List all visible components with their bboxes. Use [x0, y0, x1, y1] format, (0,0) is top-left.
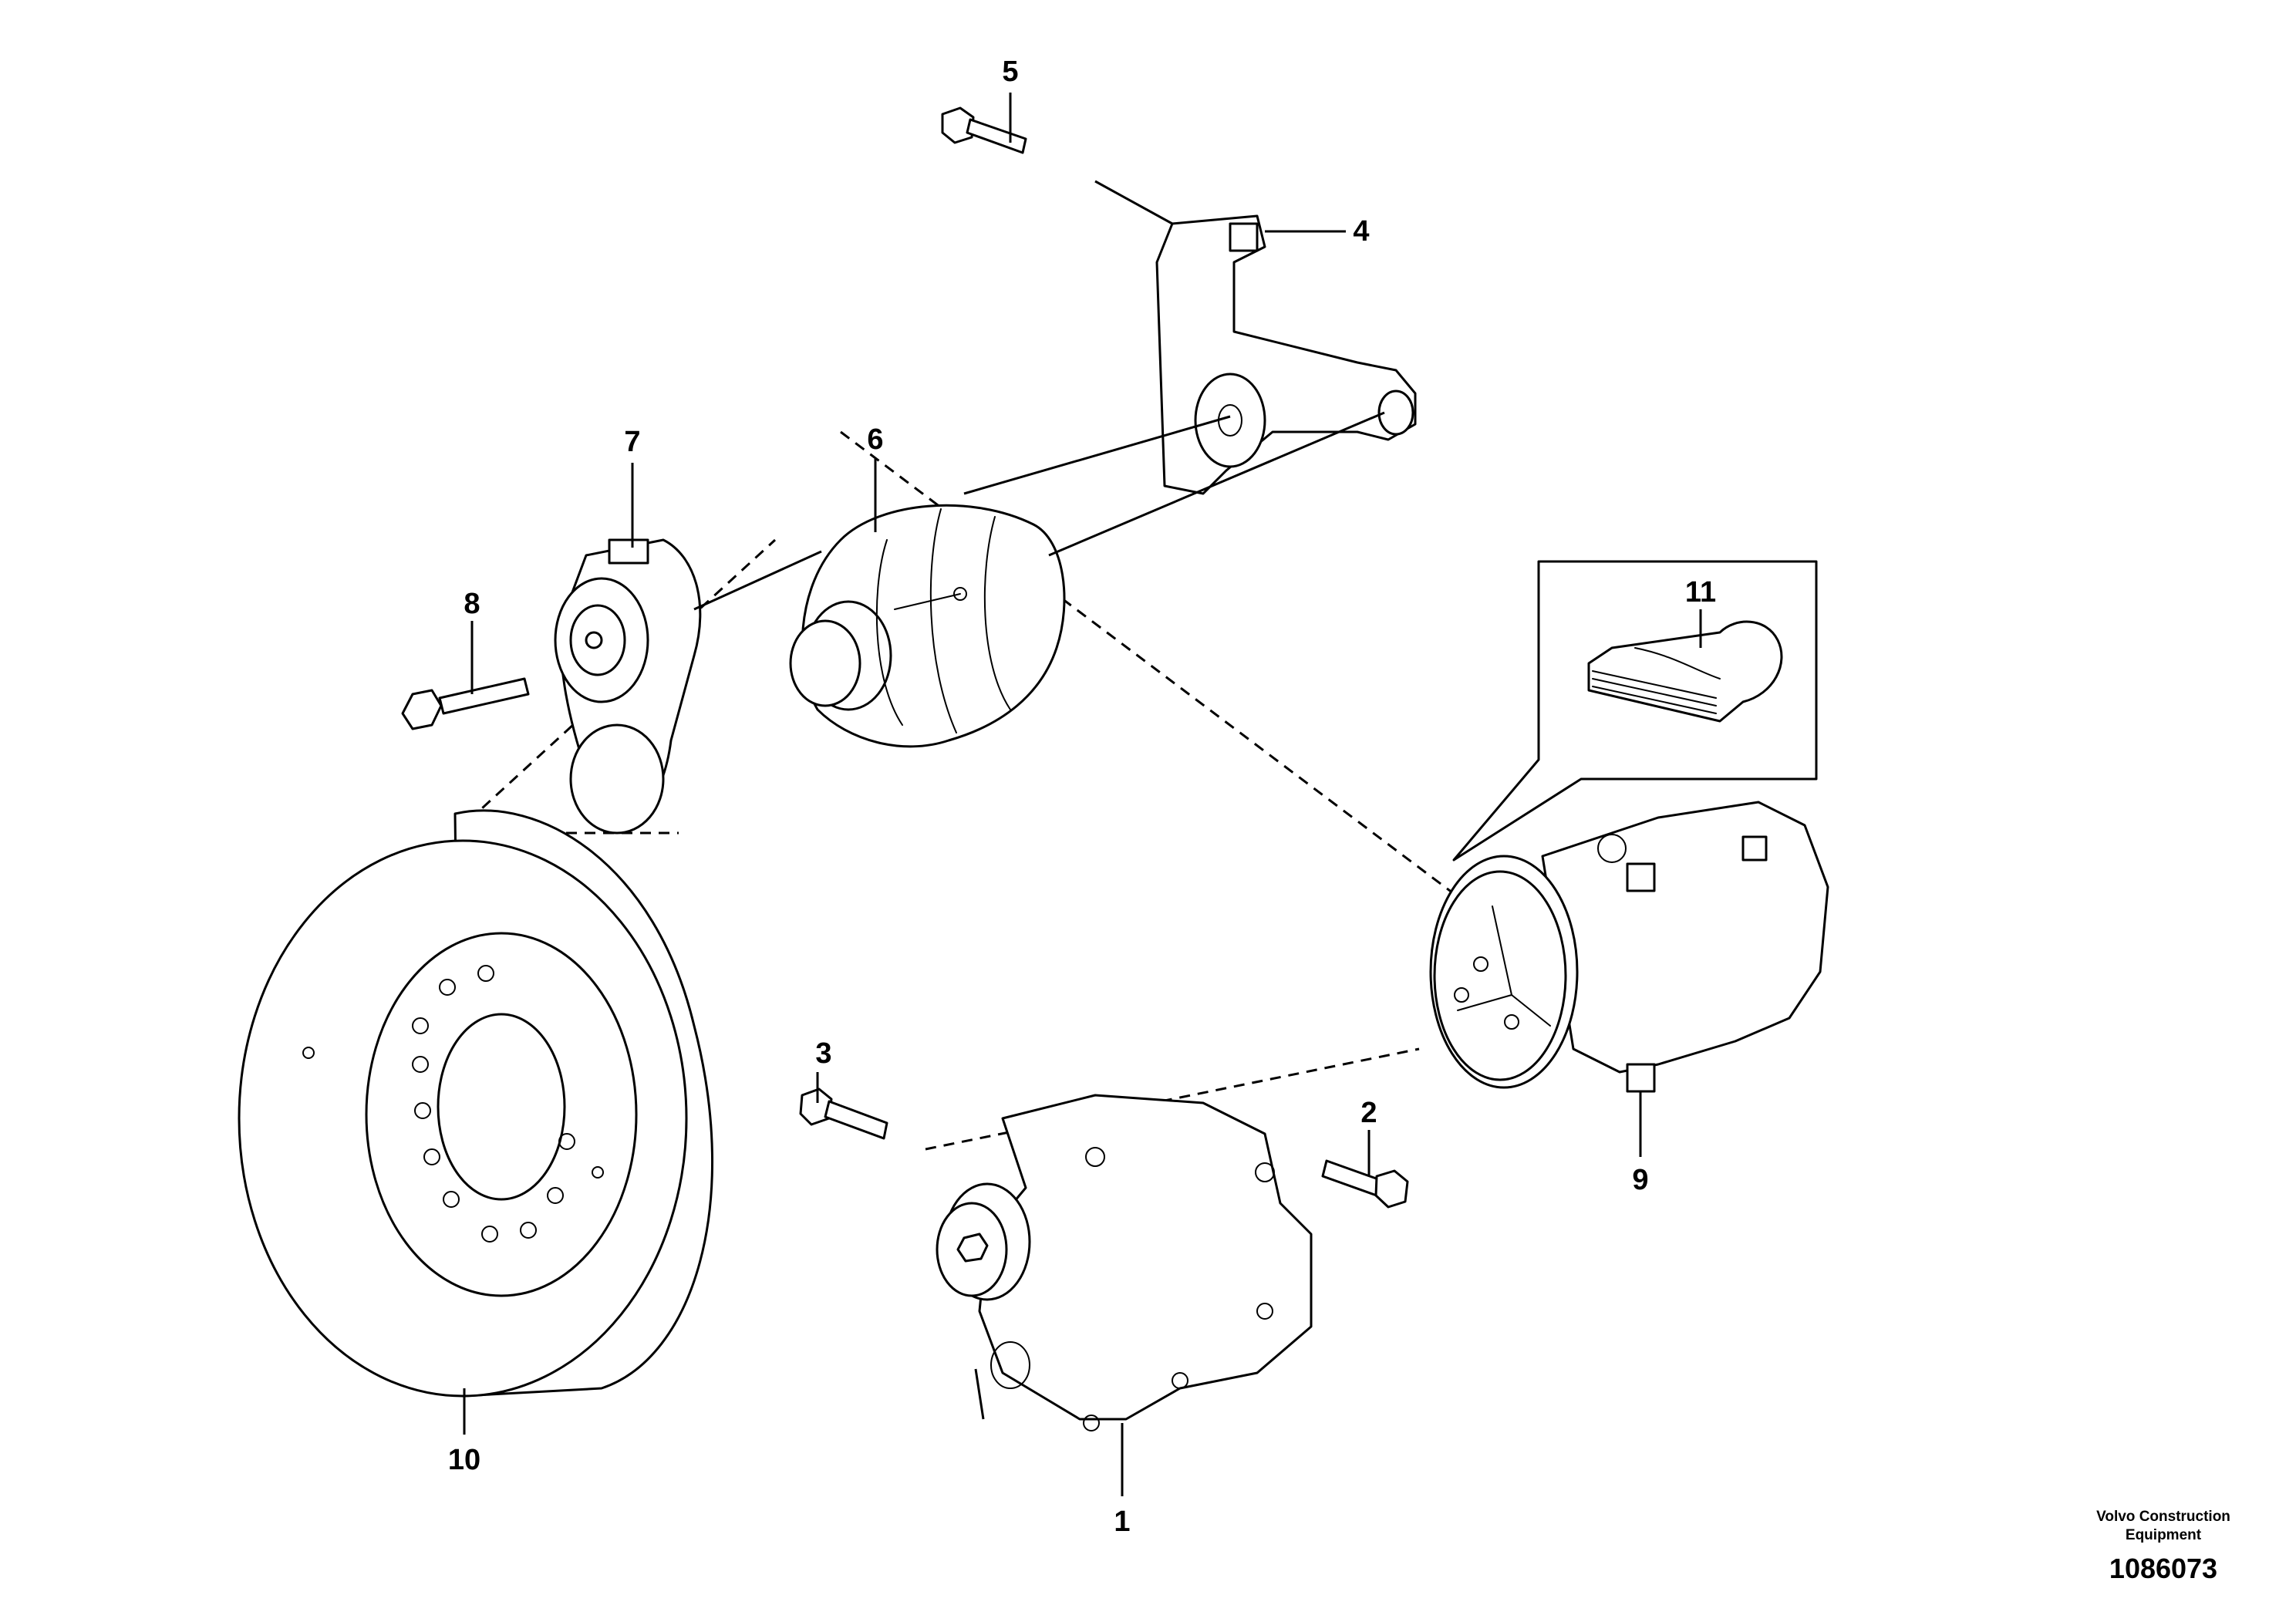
callout-8: 8: [464, 588, 480, 620]
callout-labels: 1 2 3 4 5 6 7 8 9 10 11: [448, 56, 1716, 1538]
idler-bolt-left: [799, 1088, 888, 1140]
pulley-bolt-holes: [302, 965, 604, 1243]
drawing-number: 1086073: [2109, 1553, 2218, 1584]
callout-10: 10: [448, 1444, 480, 1476]
bracket-bolt: [941, 106, 1027, 154]
idler-bolt-right: [1321, 1159, 1409, 1209]
tensioner-bolt: [401, 677, 530, 730]
callout-11: 11: [1685, 576, 1716, 609]
crankshaft-pulley: [238, 809, 713, 1398]
idler-bracket: [936, 1094, 1313, 1431]
footer-org-line2: Equipment: [2125, 1527, 2202, 1543]
callout-7: 7: [624, 426, 640, 458]
callout-9: 9: [1632, 1164, 1648, 1196]
alternator-bracket: [1155, 214, 1417, 495]
callout-6: 6: [867, 423, 883, 456]
callout-4: 4: [1353, 215, 1369, 248]
drawing-footer: Volvo Construction Equipment 1086073: [2067, 1508, 2260, 1585]
ac-compressor: [1429, 801, 1829, 1093]
leader-lines: [463, 93, 1702, 1496]
callout-3: 3: [815, 1037, 831, 1070]
alternator: [789, 504, 1066, 748]
callout-5: 5: [1002, 56, 1018, 88]
belt-detail-inset: [1452, 560, 1818, 862]
belt-tensioner: [554, 538, 702, 835]
footer-org-line1: Volvo Construction: [2096, 1509, 2230, 1525]
callout-2: 2: [1360, 1097, 1377, 1129]
callout-1: 1: [1114, 1506, 1130, 1538]
